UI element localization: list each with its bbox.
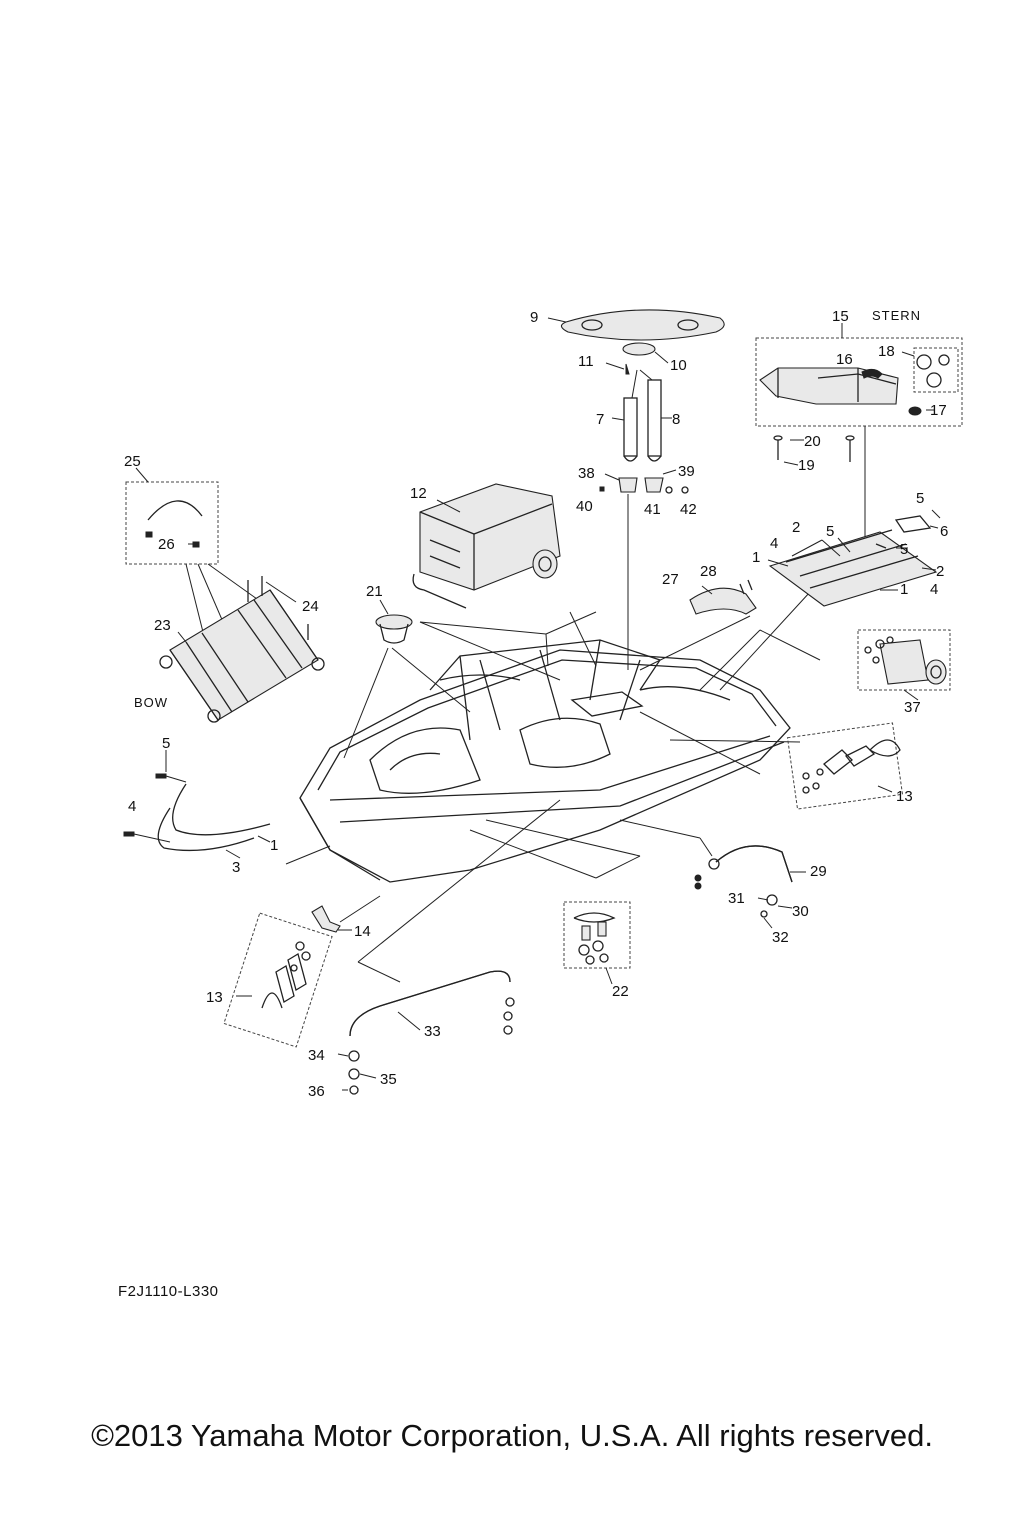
callout-21: 21 [366,583,383,600]
callout-40: 40 [576,498,593,515]
callout-7: 7 [596,411,604,428]
part-10-base-plate [605,342,669,375]
part-12-cooler [412,483,561,609]
callout-4-b: 4 [930,581,938,598]
callout-39: 39 [678,463,695,480]
callout-24: 24 [302,598,319,615]
callout-29: 29 [810,863,827,880]
callout-41: 41 [644,501,661,518]
callout-5-b: 5 [826,523,834,540]
callout-1-left: 1 [270,837,278,854]
part-23-ladder [159,589,325,723]
callout-31: 31 [728,890,745,907]
callout-2: 2 [792,519,800,536]
part-13-right-box [786,722,904,810]
callout-35: 35 [380,1071,397,1088]
part-22-group-box [563,901,631,985]
callout-23: 23 [154,617,171,634]
callout-2-b: 2 [936,563,944,580]
callout-17: 17 [930,402,947,419]
callout-36: 36 [308,1083,325,1100]
part-13-left-box [223,912,333,1048]
callout-33: 33 [424,1023,441,1040]
bow-label: BOW [134,695,168,710]
part-37-group-box [857,629,951,701]
callout-18: 18 [878,343,895,360]
callout-37: 37 [904,699,921,716]
copyright-notice: ©2013 Yamaha Motor Corporation, U.S.A. A… [91,1418,933,1453]
part-33-rail [337,970,515,1095]
part-3-5-left-rails [123,750,271,859]
part-24-screws [247,576,309,640]
boat-hull [285,639,791,883]
part-38-42-brackets [599,469,689,670]
callout-5-stern: 5 [916,490,924,507]
callout-25: 25 [124,453,141,470]
callout-5-left: 5 [162,735,170,752]
callout-28: 28 [700,563,717,580]
callout-4-left: 4 [128,798,136,815]
callout-20: 20 [804,433,821,450]
part-14-bracket [311,905,352,933]
callout-9: 9 [530,309,538,326]
part-9-top [547,309,725,341]
callout-labels: 9 15 STERN 18 16 11 10 17 7 8 20 25 19 3… [124,308,948,1100]
part-27-28-tow-eye [689,579,757,615]
callout-19: 19 [798,457,815,474]
leader-lines [339,591,821,983]
callout-6: 6 [940,523,948,540]
callout-3: 3 [232,859,240,876]
callout-1-b: 1 [900,581,908,598]
callout-1-stern: 1 [752,549,760,566]
callout-26: 26 [158,536,175,553]
part-1-6-deck-rails [767,509,941,607]
part-15-group-box [755,323,963,427]
callout-12: 12 [410,485,427,502]
stern-label: STERN [872,308,921,323]
part-21-cup-holder [375,599,413,644]
callout-13-right: 13 [896,788,913,805]
callout-13-left: 13 [206,989,223,1006]
callout-34: 34 [308,1047,325,1064]
callout-30: 30 [792,903,809,920]
callout-10: 10 [670,357,687,374]
callout-11: 11 [578,353,594,370]
callout-8: 8 [672,411,680,428]
callout-27: 27 [662,571,679,588]
callout-22: 22 [612,983,629,1000]
part-29-grab-handle [694,845,806,929]
callout-4-stern: 4 [770,535,778,552]
callout-38: 38 [578,465,595,482]
part-7-8-posts [611,369,672,462]
callout-16: 16 [836,351,853,368]
diagram-code: F2J1110-L330 [118,1283,219,1300]
callout-15: 15 [832,308,849,325]
callout-42: 42 [680,501,697,518]
callout-5-c: 5 [900,541,908,558]
callout-14: 14 [354,923,371,940]
callout-32: 32 [772,929,789,946]
